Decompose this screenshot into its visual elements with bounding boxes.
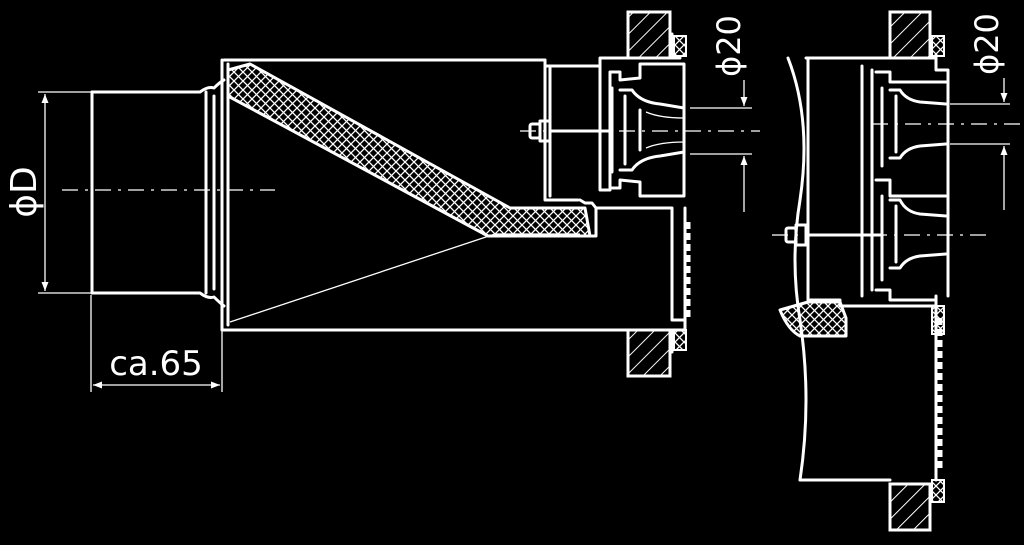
nozzle-diffuser-left [520, 62, 760, 198]
break-line [786, 56, 892, 482]
filter-mesh-right [778, 300, 848, 338]
length-label: ca.65 [109, 344, 203, 384]
dimension-nozzle-right: ϕ20 [950, 13, 1010, 210]
dimension-length: ca.65 [90, 295, 223, 392]
dimension-nozzle-left: ϕ20 [690, 15, 752, 212]
wall-section-right [888, 10, 945, 532]
wall-section-left [626, 10, 687, 378]
housing-right [804, 56, 950, 482]
nozzle-diameter-left-label: ϕ20 [710, 15, 748, 77]
nozzle-diameter-right-label: ϕ20 [968, 13, 1006, 75]
diameter-label: ϕD [4, 166, 45, 217]
pipe-spigot [62, 78, 275, 308]
dimension-diameter: ϕD [4, 91, 92, 294]
nozzle-diffuser-right [772, 70, 1020, 302]
filter-mesh [226, 62, 592, 238]
